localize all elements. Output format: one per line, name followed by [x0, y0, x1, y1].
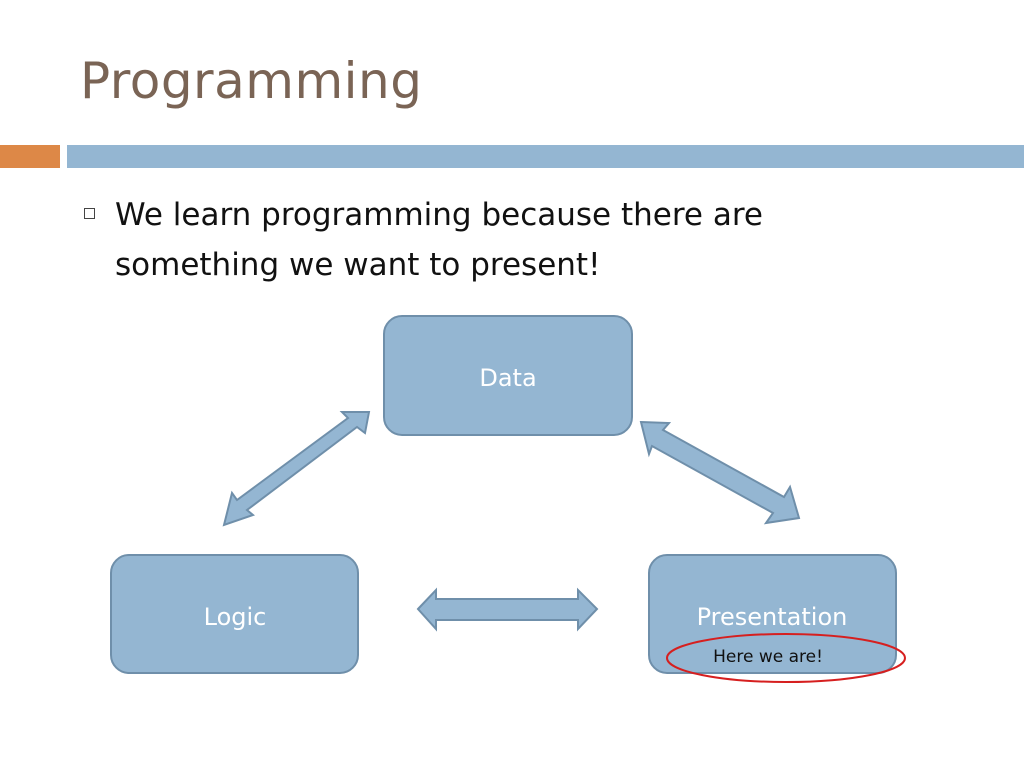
square-bullet-icon — [84, 208, 95, 219]
presentation-node-label: Presentation — [697, 603, 848, 631]
annotation-label: Here we are! — [713, 647, 823, 667]
title-divider-bar — [67, 145, 1024, 168]
presentation-node — [648, 554, 897, 674]
data-node — [383, 315, 633, 436]
double-arrow-icon-data-presentation — [639, 420, 801, 525]
double-arrow-icon-logic-presentation — [416, 587, 599, 632]
slide-title: Programming — [80, 52, 423, 110]
logic-node — [110, 554, 359, 674]
bullet-text: We learn programming because there are s… — [115, 197, 763, 283]
title-accent-bar — [0, 145, 60, 168]
double-arrow-icon-logic-data — [222, 411, 371, 527]
data-node-label: Data — [479, 364, 536, 392]
highlight-ellipse — [666, 633, 906, 683]
logic-node-label: Logic — [204, 603, 267, 631]
